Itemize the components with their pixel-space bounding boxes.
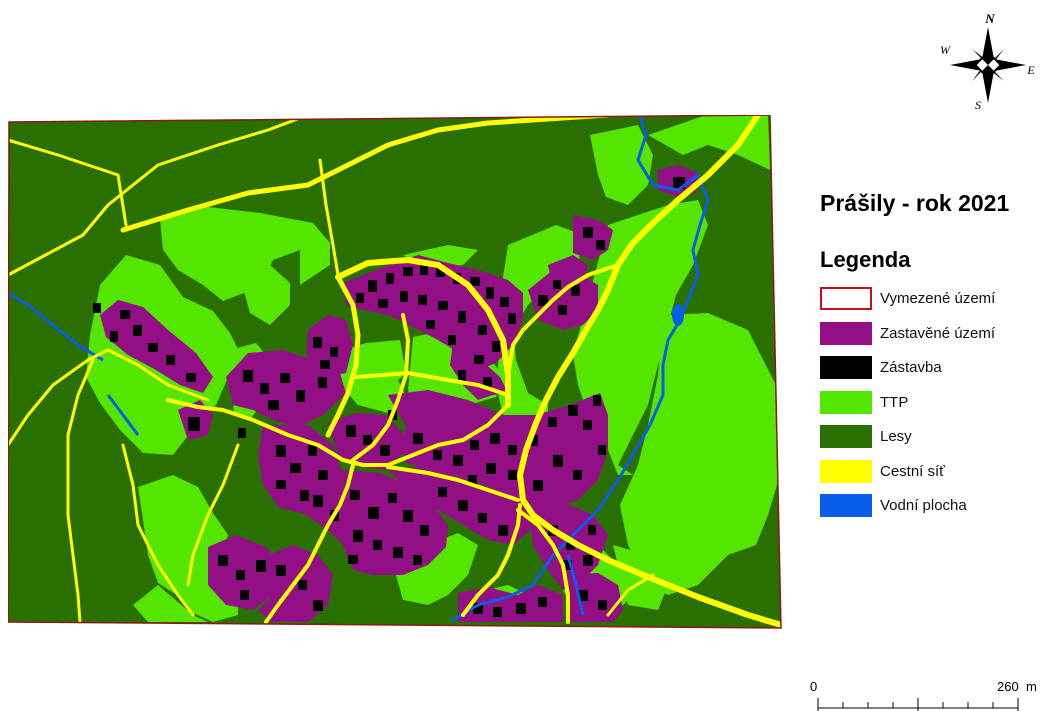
legend-label: Vodní plocha [880,497,967,514]
legend-item: Vodní plocha [820,494,995,529]
map-title: Prášily - rok 2021 [820,190,1010,216]
buildings [93,177,685,617]
compass-north: N [984,11,995,26]
legend-label: Cestní síť [880,462,945,480]
legend-label: Zastavěné území [880,324,996,342]
scale-bar [817,698,1019,711]
legend-swatch [820,321,872,345]
legend-item: Zástavba [820,356,995,391]
legend-swatch [820,425,872,448]
legend-label: Vymezené území [880,290,996,307]
legend-item: Vymezené území [820,287,995,322]
compass-south: S [975,98,981,110]
north-arrow: N S E W [940,11,1035,110]
legend-swatch [820,287,872,310]
legend-swatch [820,494,872,517]
legend-item: Zastavěné území [820,321,996,357]
pond [672,304,684,326]
legend-swatch [820,390,872,414]
scale-start-label: 0 [810,679,818,694]
legend-item: Lesy [820,425,995,460]
legend-label: TTP [880,393,909,411]
compass-east: E [1026,63,1035,77]
water-streams [8,115,710,622]
compass-west: W [940,43,951,57]
scale-unit: m [1025,679,1037,694]
scale-end-value: 260 [997,679,1019,694]
legend-item: TTP [820,390,995,426]
legend-swatch [820,356,872,379]
legend-label: Lesy [880,428,912,445]
legend-swatch [820,459,872,483]
study-area-boundary [8,115,782,629]
road-network [8,115,781,628]
map-frame[interactable] [8,115,788,635]
scale-end-label: 260 m [997,679,1037,694]
legend-title: Legenda [820,247,911,272]
legend-label: Zástavba [880,359,942,376]
legend-item: Cestní síť [820,459,995,495]
